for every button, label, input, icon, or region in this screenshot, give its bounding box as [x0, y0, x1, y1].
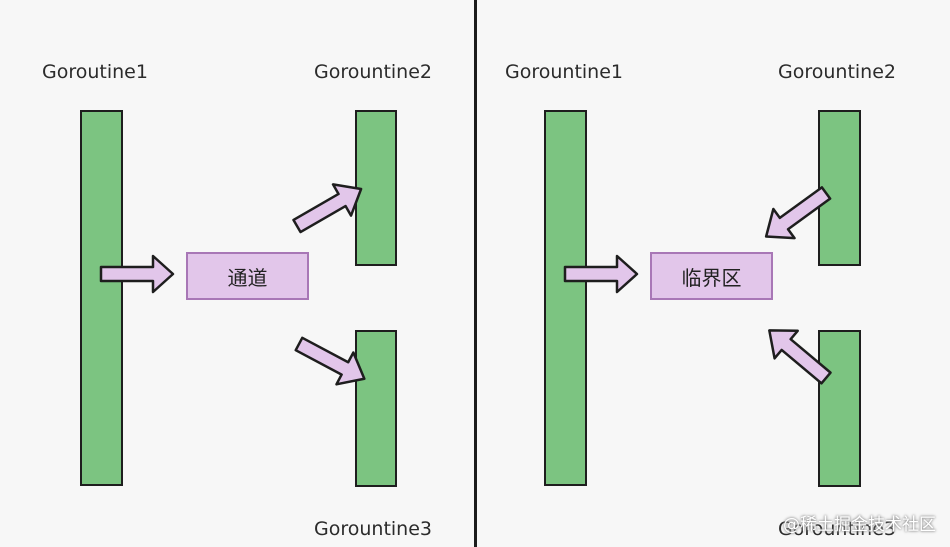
- panel-divider: [474, 0, 477, 547]
- channel-box: 通道: [186, 252, 309, 300]
- goroutine2-label: Gorountine2: [314, 61, 432, 83]
- goroutine3-bar: [355, 330, 397, 487]
- goroutine1-bar: [544, 110, 587, 486]
- goroutine2-bar: [818, 110, 861, 266]
- goroutine3-bar: [818, 330, 861, 487]
- critical-section-box: 临界区: [650, 252, 773, 300]
- goroutine3-label: Gorountine3: [314, 518, 432, 540]
- goroutine1-bar: [80, 110, 123, 486]
- watermark-text: @稀土掘金技术社区: [783, 515, 936, 535]
- goroutine2-label: Gorountine2: [778, 61, 896, 83]
- goroutine1-label: Goroutine1: [42, 61, 148, 83]
- goroutine1-label: Gorountine1: [505, 61, 623, 83]
- goroutine3-label: Gorountine3: [778, 518, 896, 540]
- goroutine2-bar: [355, 110, 397, 266]
